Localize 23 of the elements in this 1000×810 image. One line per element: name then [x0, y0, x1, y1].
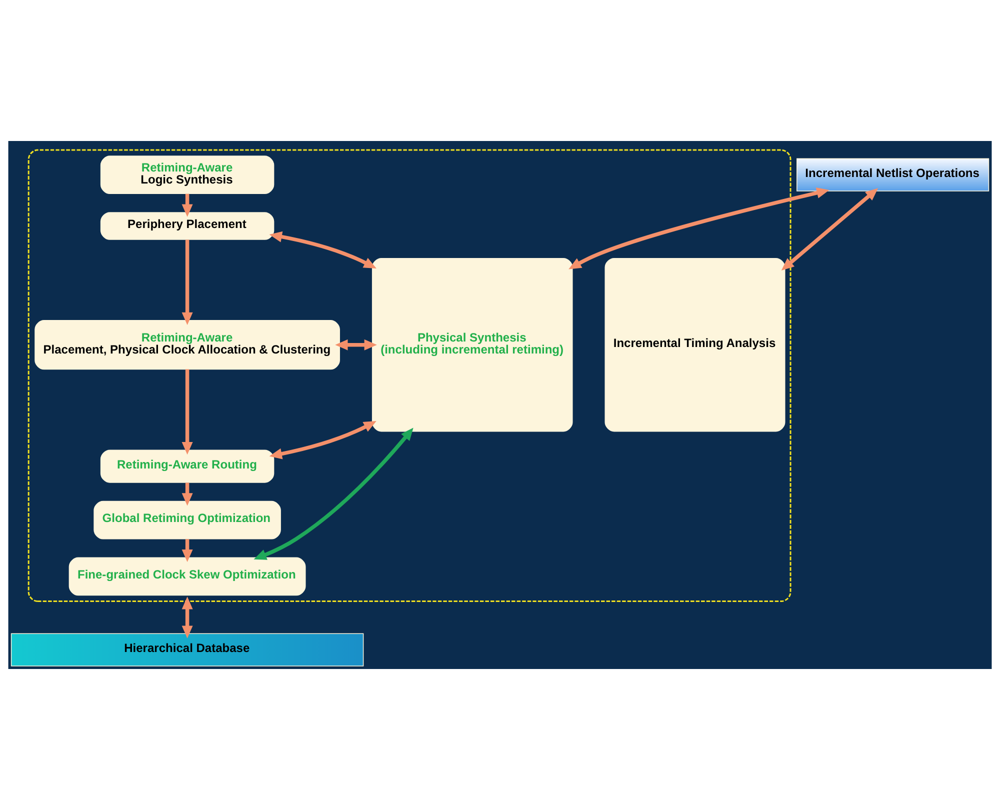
- node-box: Incremental Timing Analysis: [604, 258, 786, 432]
- node-box: Physical Synthesis (including incremental retiming): [372, 258, 573, 432]
- arrow: [182, 369, 193, 455]
- node-box: Global Retiming Optimization: [94, 500, 281, 540]
- node-box: Periphery Placement: [100, 212, 274, 240]
- arrow: [568, 188, 830, 270]
- arrow: [269, 231, 376, 269]
- arrow: [781, 188, 878, 271]
- node-box: Incremental Netlist Operations: [796, 158, 990, 192]
- arrow: [182, 596, 193, 638]
- node-box: Fine-grained Clock Skew Optimization: [68, 557, 306, 596]
- arrow: [182, 482, 193, 506]
- arrow: [254, 428, 414, 560]
- arrow: [182, 240, 193, 325]
- node-box: Retiming-Aware Routing: [100, 450, 274, 483]
- cluster: [28, 149, 792, 602]
- arrow: [269, 421, 376, 460]
- arrow: [335, 339, 377, 350]
- node-box: Retiming-Aware Placement, Physical Clock Allocation & Clustering: [34, 320, 340, 370]
- arrow: [182, 194, 193, 217]
- node-box: Retiming-Aware Logic Synthesis: [100, 156, 274, 194]
- arrow: [182, 539, 193, 562]
- node-box: Hierarchical Database: [10, 633, 364, 666]
